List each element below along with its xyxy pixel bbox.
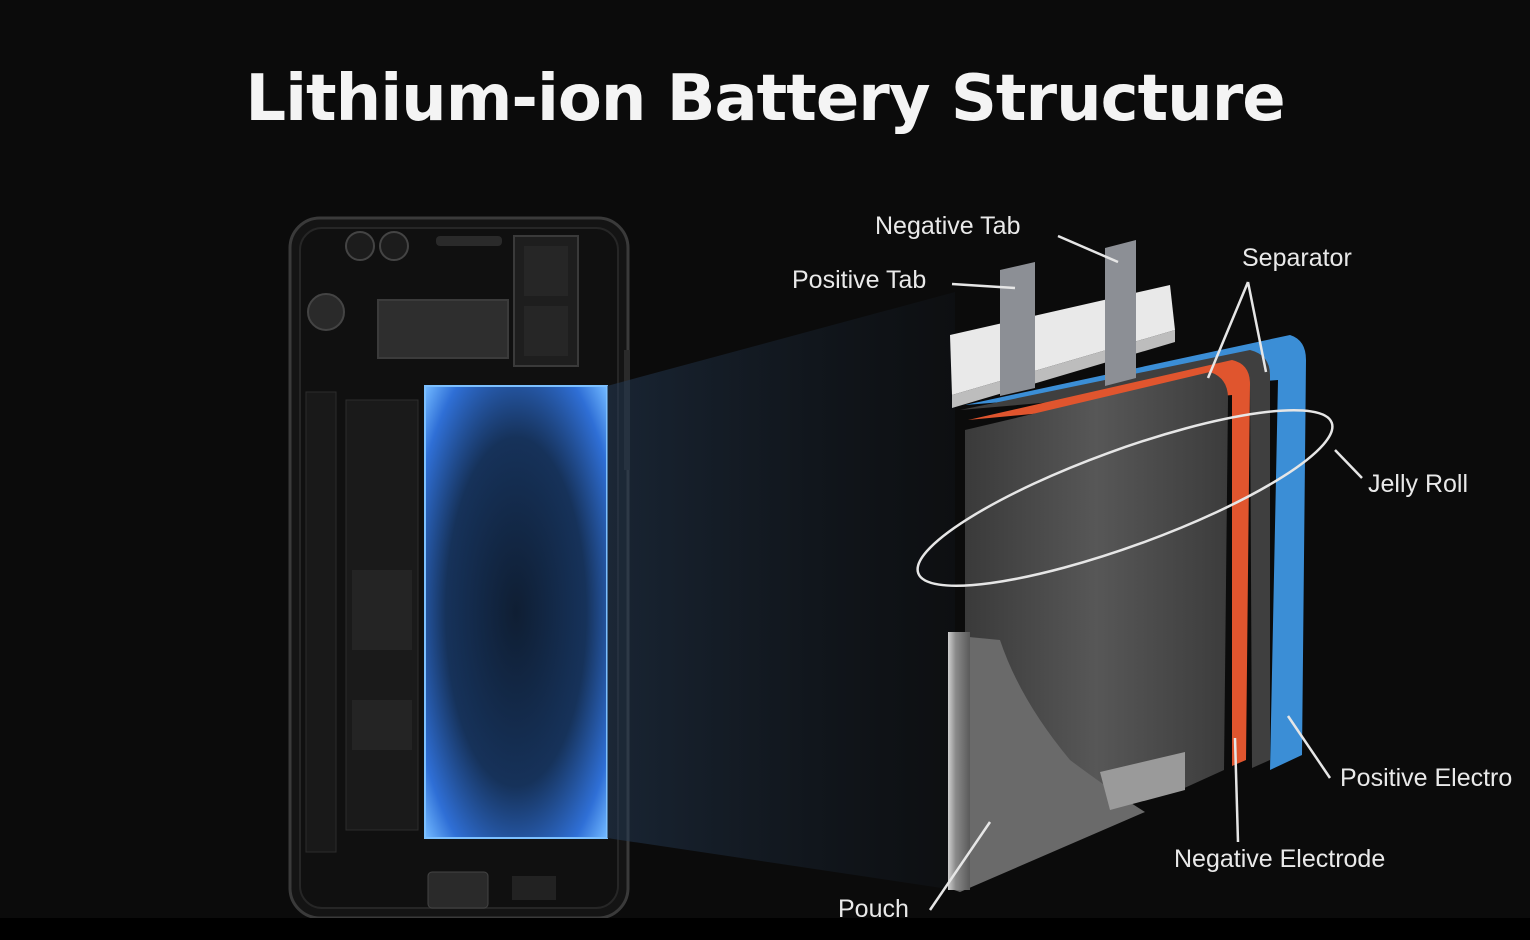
battery-cross-section xyxy=(916,240,1334,892)
bottom-bar xyxy=(0,918,1530,940)
slide-title: Lithium-ion Battery Structure xyxy=(245,62,1285,136)
label-jelly-roll: Jelly Roll xyxy=(1368,470,1469,498)
label-negative-tab: Negative Tab xyxy=(875,212,1021,240)
projection-beam xyxy=(607,292,955,890)
label-negative-electrode: Negative Electrode xyxy=(1174,845,1386,873)
leader-lines xyxy=(928,234,1363,911)
phone-illustration xyxy=(288,216,630,920)
label-positive-electrode: Positive Electro xyxy=(1340,764,1513,792)
label-positive-tab: Positive Tab xyxy=(792,266,927,294)
label-separator: Separator xyxy=(1242,244,1352,272)
